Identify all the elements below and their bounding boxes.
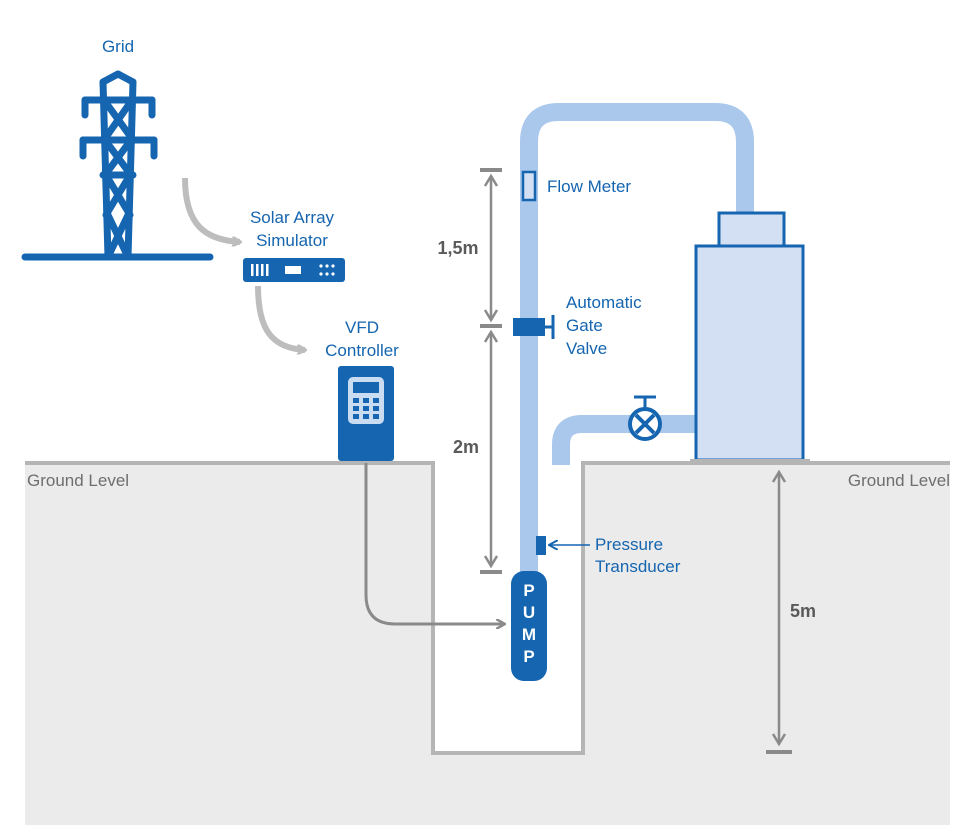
flow-meter-icon	[521, 170, 537, 202]
pump-body	[511, 571, 547, 681]
pump-letter-p2: P	[523, 647, 534, 666]
dimension-depth	[766, 469, 792, 754]
main-pipe	[520, 103, 754, 580]
tank-neck	[717, 211, 786, 248]
vfd-controller-icon	[338, 366, 394, 461]
pump-letter-u: U	[523, 603, 535, 622]
pressure-transducer-label-line1: Pressure	[595, 535, 663, 554]
pump-letter-m: M	[522, 625, 536, 644]
ground-level-right-label: Ground Level	[848, 471, 950, 490]
gate-valve-label-line2: Gate	[566, 316, 603, 335]
solar-array-simulator-icon	[243, 258, 345, 282]
solar-array-simulator-label-line1: Solar Array	[250, 208, 335, 227]
pressure-transducer-icon	[536, 536, 546, 555]
automatic-gate-valve-icon	[513, 315, 555, 339]
return-pipe	[552, 415, 696, 465]
arrow-simulator-to-vfd	[255, 285, 305, 350]
grid-tower-icon	[21, 70, 214, 261]
gate-valve-label-line3: Valve	[566, 339, 607, 358]
dimension-upper	[480, 168, 502, 328]
pump-letter-p1: P	[523, 581, 534, 600]
dimension-upper-label: 1,5m	[437, 238, 478, 258]
manual-valve-icon	[628, 395, 662, 441]
tank-body	[694, 244, 805, 462]
solar-array-simulator-label-line2: Simulator	[256, 231, 328, 250]
gate-valve-label-line1: Automatic	[566, 293, 642, 312]
well-shaft	[433, 463, 583, 753]
vfd-label-line2: Controller	[325, 341, 399, 360]
vfd-label-line1: VFD	[345, 318, 379, 337]
dimension-lower-label: 2m	[453, 437, 479, 457]
ground-level-left-label: Ground Level	[27, 471, 129, 490]
cable-vfd-to-pump	[364, 463, 504, 624]
dimension-lower	[480, 329, 502, 574]
water-tank	[694, 211, 805, 462]
ground	[25, 461, 950, 825]
arrow-grid-to-simulator	[182, 177, 240, 242]
grid-label: Grid	[102, 37, 134, 56]
pressure-transducer-label-line2: Transducer	[595, 557, 681, 576]
dimension-depth-label: 5m	[790, 601, 816, 621]
flow-meter-label: Flow Meter	[547, 177, 631, 196]
